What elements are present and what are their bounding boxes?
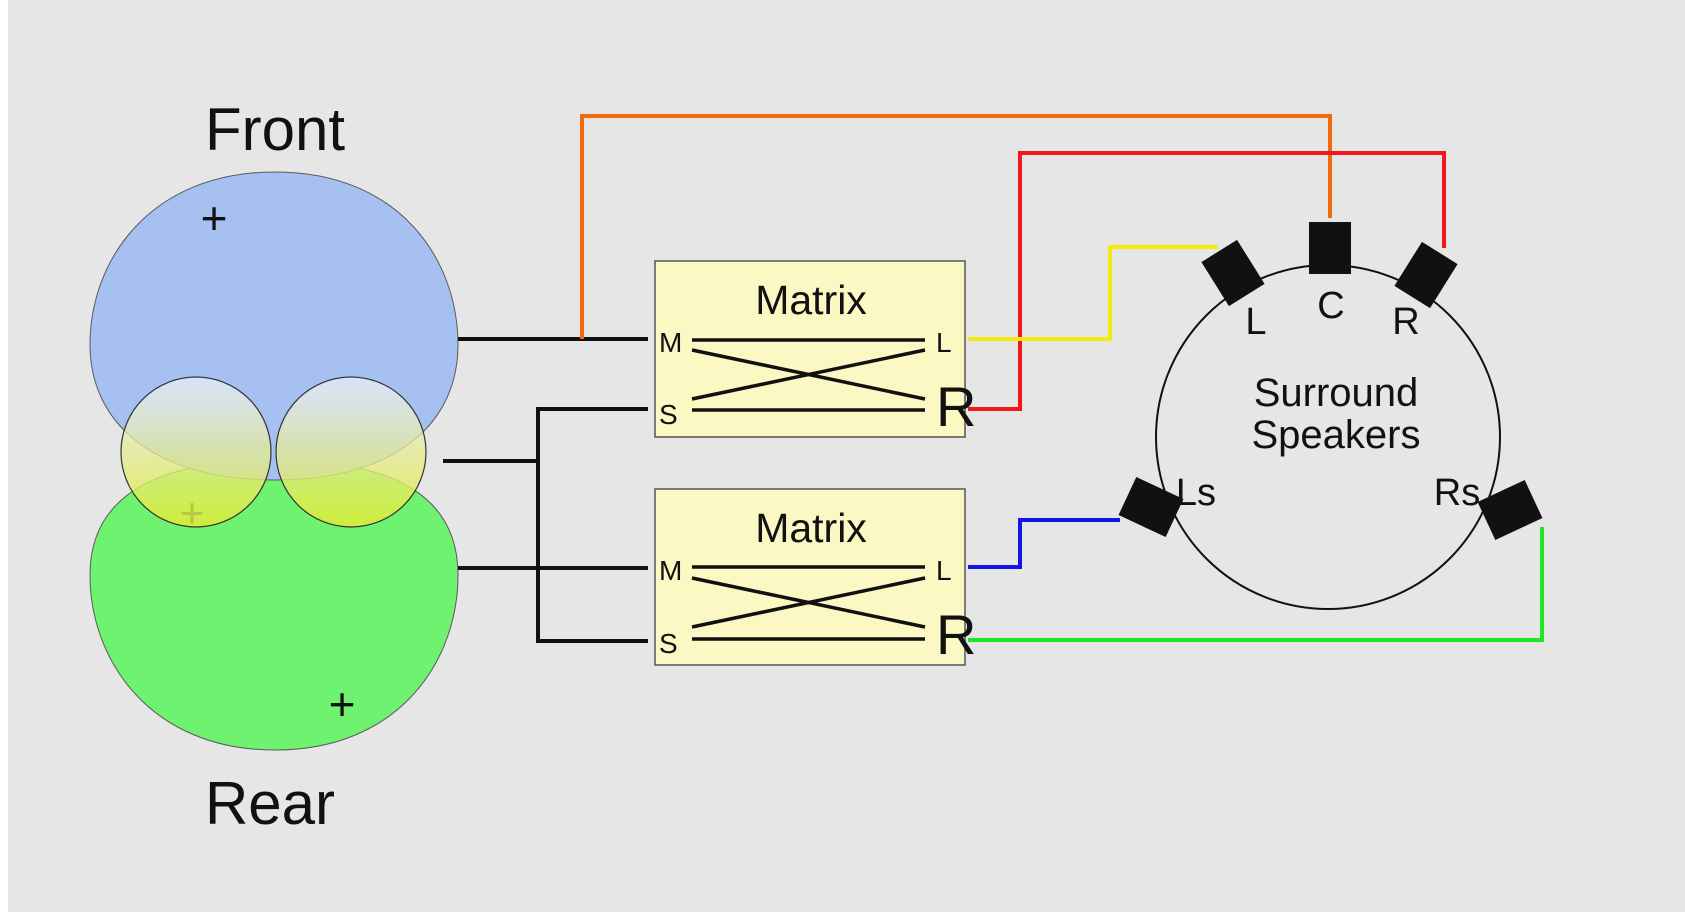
matrix-top-output-r: R — [936, 375, 976, 438]
rear-label: Rear — [205, 770, 335, 837]
right-feed-wire — [968, 151, 1446, 411]
mic-signal-wires — [443, 337, 648, 643]
surround-title-line2: Speakers — [1252, 413, 1421, 457]
matrix-bottom-input-s: S — [659, 628, 678, 659]
surround-title-line1: Surround — [1254, 371, 1419, 415]
matrix-bottom-output-l: L — [936, 555, 952, 586]
speaker-ls-label: Ls — [1176, 472, 1216, 514]
figure8-plus-sign: + — [180, 489, 205, 536]
speaker-l-icon — [1201, 239, 1265, 307]
matrix-bottom-input-m: M — [659, 555, 682, 586]
matrix-top: Matrix M S L R — [654, 260, 976, 438]
matrix-top-output-l: L — [936, 327, 952, 358]
matrix-bottom-title: Matrix — [755, 505, 867, 551]
matrix-bottom-output-r: R — [936, 603, 976, 666]
speaker-c-icon — [1309, 222, 1351, 274]
center-feed-wire — [580, 114, 1332, 339]
matrix-bottom-lines — [691, 565, 926, 641]
right-surround-feed-wire — [968, 527, 1544, 642]
speaker-r-icon — [1394, 241, 1458, 309]
speaker-feed-wires — [580, 114, 1544, 642]
speaker-ls-icon — [1118, 476, 1184, 538]
mic-polar-pattern: + + + Front Rear — [89, 96, 459, 837]
surround-speaker-ring: Surround Speakers L C R Ls Rs — [1118, 222, 1543, 610]
matrix-bottom: Matrix M S L R — [654, 488, 976, 666]
front-label: Front — [205, 96, 345, 163]
speaker-r-label: R — [1392, 301, 1419, 343]
figure8-left-lobe — [120, 376, 272, 528]
rear-plus-sign: + — [329, 678, 356, 730]
left-surround-feed-wire — [968, 518, 1120, 569]
matrix-top-box — [654, 260, 966, 438]
matrix-top-title: Matrix — [755, 277, 867, 323]
matrix-top-input-s: S — [659, 399, 678, 430]
speaker-l-label: L — [1245, 301, 1266, 343]
side-split-wire — [536, 407, 648, 643]
matrix-top-lines — [691, 338, 926, 412]
matrix-top-input-m: M — [659, 327, 682, 358]
left-feed-wire — [968, 245, 1218, 341]
front-plus-sign: + — [201, 192, 228, 244]
speaker-rs-label: Rs — [1434, 472, 1480, 514]
matrix-bottom-box — [654, 488, 966, 666]
speaker-c-label: C — [1317, 285, 1344, 327]
speaker-rs-icon — [1477, 479, 1543, 541]
figure8-right-lobe — [275, 376, 427, 528]
